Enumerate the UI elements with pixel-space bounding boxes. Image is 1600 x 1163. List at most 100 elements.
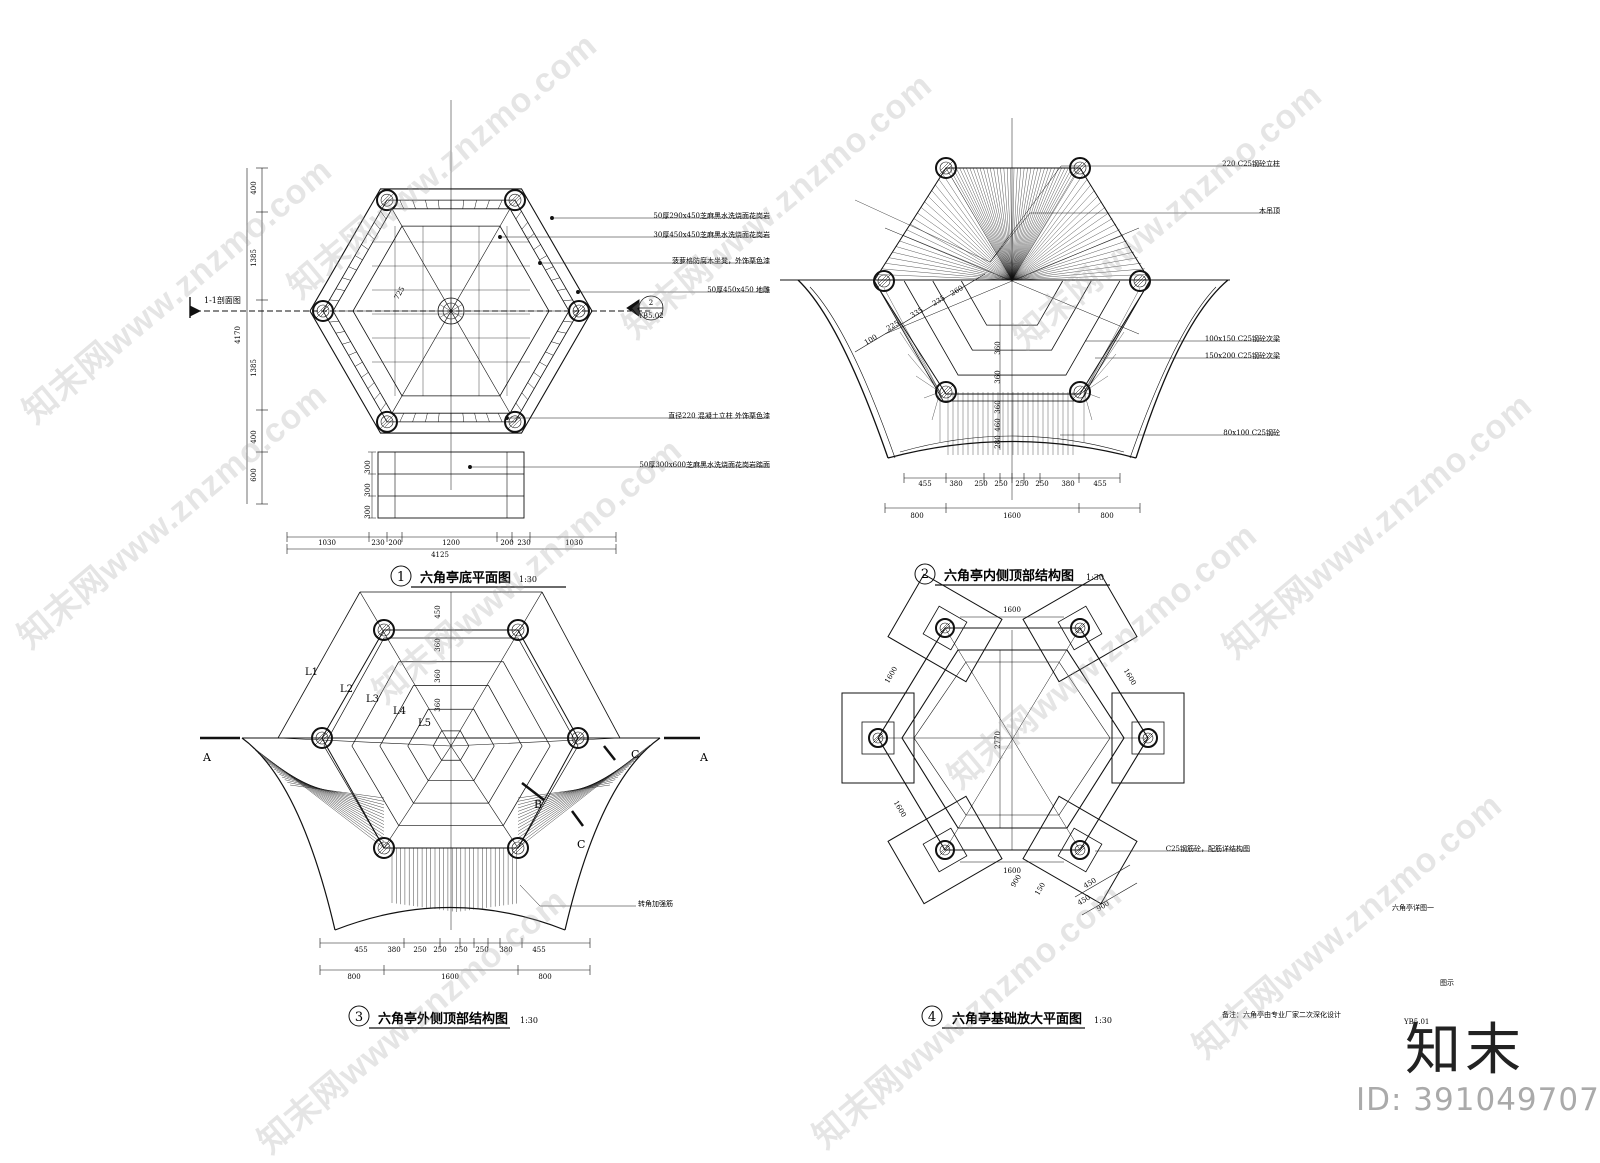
column-inner [1133, 274, 1147, 288]
rafter [1011, 257, 1138, 281]
hdim: 455 [1093, 480, 1106, 488]
rafter [931, 190, 1013, 281]
callout-arrow [626, 299, 640, 317]
bench-slat [497, 200, 503, 209]
bench-slat [412, 200, 416, 209]
step-dim: 300 [364, 460, 372, 473]
bench-slat [497, 413, 503, 422]
rafter [924, 201, 1013, 281]
hdim2: 800 [910, 512, 923, 520]
column-hatch [320, 308, 329, 317]
bench-slat [462, 200, 465, 209]
column-circle [504, 189, 526, 212]
footing-pad-outer [887, 573, 1003, 683]
section-mark: A [202, 751, 212, 764]
dim: 1600 [1122, 667, 1138, 686]
fan-rafter [279, 774, 385, 812]
hdim: 380 [499, 946, 512, 954]
note: 木吊顶 [1259, 206, 1280, 215]
column-hatch [942, 625, 950, 633]
footing-column-base [922, 605, 968, 651]
legend: 图示 [1440, 979, 1454, 987]
column-hatch [575, 735, 584, 744]
column-inner [877, 274, 891, 288]
rafter [1011, 207, 1106, 281]
bench-slat [361, 372, 369, 378]
bench-slat [533, 244, 541, 250]
column-hatch [314, 730, 330, 746]
column-hatch [942, 847, 950, 855]
footing-pad [1022, 795, 1138, 905]
bench-slat [563, 320, 573, 323]
rafter [895, 246, 1013, 281]
rafter [891, 251, 1013, 281]
leader-dot [505, 416, 509, 420]
fan-rafter [273, 768, 385, 819]
rafter [1003, 167, 1013, 281]
beam-label: L1 [305, 667, 318, 678]
bench-slat [354, 255, 363, 261]
rafter [1011, 167, 1045, 281]
dim: 1600 [892, 799, 908, 818]
fan-rafter [276, 771, 385, 815]
column-hatch [381, 416, 390, 425]
footing-column-base [922, 827, 968, 873]
bench-slat [399, 200, 405, 209]
bench-slat [412, 413, 416, 422]
hip-line [450, 591, 543, 747]
bench-slat [557, 331, 567, 334]
rafter [1007, 167, 1013, 281]
bench-slat [527, 382, 535, 389]
title-number: 4 [928, 1010, 936, 1025]
title-circle [914, 563, 936, 585]
rafter [986, 167, 1013, 281]
rafter [1011, 263, 1142, 281]
bench-slat [545, 351, 554, 356]
bench-slat [367, 382, 375, 389]
rafter [976, 167, 1013, 281]
column-circle [376, 410, 398, 433]
lower-rafter [1083, 391, 1093, 421]
rafter [1011, 167, 1028, 281]
hdim: 250 [994, 480, 1007, 488]
bench-slat [462, 413, 465, 422]
column-hatch [1134, 275, 1143, 284]
rafter [1011, 179, 1088, 281]
rafter [952, 167, 1013, 281]
footing-column-base [1057, 827, 1103, 873]
rafter [1011, 167, 1021, 281]
rafter [1011, 167, 1059, 281]
column-hatch [1074, 386, 1083, 395]
column-circle [935, 381, 957, 403]
title-circle [921, 1005, 943, 1027]
column-inner [939, 622, 951, 634]
fan-rafter [268, 763, 385, 825]
rafter [1011, 223, 1117, 281]
leader-dot [550, 216, 554, 220]
bench-slat [335, 331, 345, 334]
column-hatch [378, 624, 387, 633]
column-hatch [572, 732, 581, 741]
column-hatch [507, 192, 523, 208]
leader-diagonal [989, 165, 1062, 263]
column-circle [1069, 381, 1091, 403]
column-inner [939, 844, 951, 856]
column-hatch [376, 622, 392, 638]
rafter [966, 167, 1013, 281]
column-hatch [379, 414, 395, 430]
column-inner [380, 415, 394, 429]
plan1-hex-ring [309, 188, 593, 434]
plan-scale: 1:30 [520, 1016, 538, 1025]
drawing-number: YB5.01 [1403, 1018, 1429, 1026]
rafter [1011, 274, 1149, 281]
lower-rafter [907, 353, 941, 393]
rafter [1011, 218, 1113, 281]
column-hatch [1074, 162, 1083, 171]
fan-rafter [517, 779, 616, 805]
column-circle [935, 157, 957, 179]
centre-motif-ray [450, 299, 458, 312]
footing-pad-outer [887, 795, 1003, 905]
column-hatch [576, 308, 585, 317]
bench-slat [515, 402, 522, 411]
note: 100x150 C25钢砼次梁 [1205, 334, 1280, 343]
